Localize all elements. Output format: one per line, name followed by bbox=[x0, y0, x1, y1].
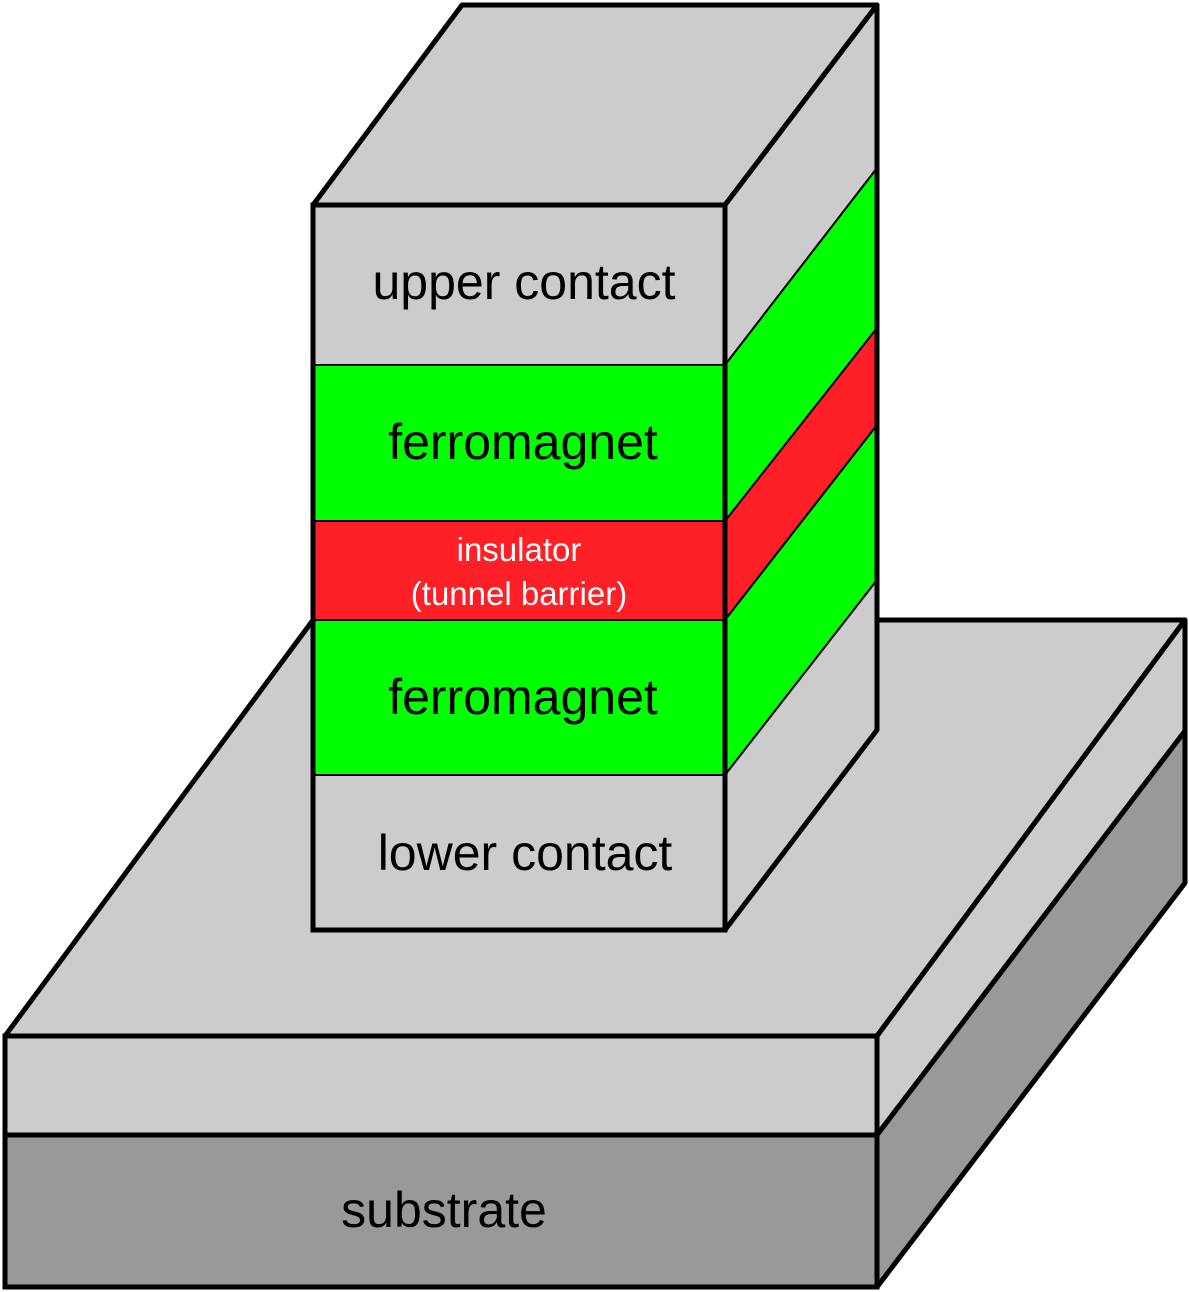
label-ferromagnet-top: ferromagnet bbox=[388, 414, 658, 470]
label-tunnel-barrier: (tunnel barrier) bbox=[411, 575, 627, 612]
base-contact-front-face bbox=[2, 1033, 880, 1138]
label-lower-contact: lower contact bbox=[378, 825, 673, 881]
layer-ferromagnet-top bbox=[312, 364, 726, 522]
label-ferromagnet-bottom: ferromagnet bbox=[388, 669, 658, 725]
substrate-front-face bbox=[2, 1132, 880, 1290]
layer-lower-contact bbox=[312, 774, 726, 931]
label-substrate: substrate bbox=[341, 1182, 547, 1238]
pillar-front-outline bbox=[310, 202, 728, 933]
label-upper-contact: upper contact bbox=[373, 254, 676, 310]
label-insulator: insulator bbox=[457, 531, 582, 568]
pillar-side-outline bbox=[723, 2, 880, 932]
